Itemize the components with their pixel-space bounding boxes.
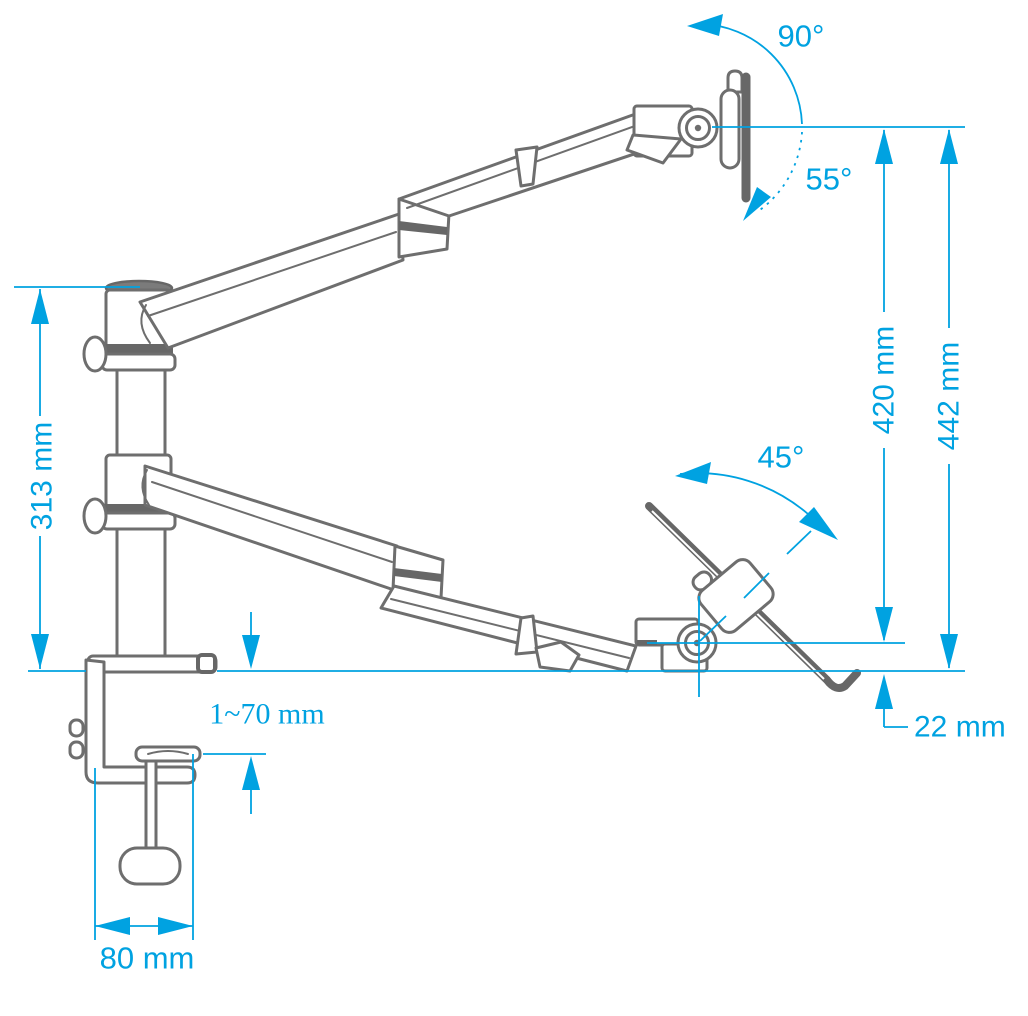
upper-knob	[82, 335, 108, 373]
machine-line-art	[68, 69, 861, 886]
clamp-pad	[134, 745, 202, 763]
monitor-pivot-center	[694, 124, 702, 132]
lower-arm-segment-1	[143, 464, 399, 592]
arc-55-arrow	[743, 187, 771, 221]
mid-knob	[82, 497, 108, 535]
dim-clamp-range: 1~70 mm	[203, 612, 325, 814]
dim-clamp-arrow-up	[242, 756, 260, 790]
arc-90-arrow	[687, 14, 723, 36]
dim-442-arrow-up	[940, 129, 958, 164]
tray-centerline-dash-2	[743, 572, 770, 599]
arc-90	[700, 23, 803, 125]
dim-55-label: 55°	[806, 162, 853, 197]
dim-420-arrow-down	[875, 607, 893, 642]
dim-313-arrow-down	[31, 634, 49, 669]
dim-313: 313 mm	[26, 289, 59, 669]
clamp-screw-rod	[144, 759, 158, 853]
dim-80-arrow-left	[95, 917, 130, 935]
lower-arm	[141, 464, 861, 692]
monitor-head-hook	[625, 133, 683, 165]
upper-arm-shoulder-curve	[140, 304, 151, 344]
dim-442-arrow-down	[940, 634, 958, 669]
mid-collar-band	[104, 504, 173, 515]
dim-420-label: 420 mm	[868, 326, 901, 434]
dim-clamp-range-label: 1~70 mm	[209, 698, 324, 731]
upper-arm-segment-1-edge	[147, 231, 397, 317]
tray-bar	[645, 502, 861, 692]
upper-collar-lip	[100, 352, 177, 372]
dim-22-label: 22 mm	[914, 711, 1006, 744]
clamp-tab-upper	[68, 718, 85, 738]
clamp-tab-lower	[68, 740, 85, 760]
dim-22: 22 mm	[875, 674, 1006, 744]
dim-monitor-tilt: 90° 55°	[687, 14, 852, 221]
dim-45-label: 45°	[758, 440, 805, 475]
dim-22-arrow-up	[875, 674, 893, 709]
arc-45-arrow-right	[799, 507, 838, 540]
upper-arm	[138, 69, 751, 350]
lower-arm-segment-2-edge	[390, 598, 630, 659]
tray-clamp-block-shape	[697, 558, 775, 634]
dimension-annotations: 313 mm 420 mm 442 mm 22 mm	[14, 14, 1006, 976]
clamp-bolt-cap	[196, 653, 217, 674]
lower-arm-end-hook	[534, 640, 581, 673]
dim-tray-tilt: 45°	[675, 440, 838, 697]
dim-442-label: 442 mm	[933, 342, 966, 450]
desk-clamp	[68, 653, 218, 886]
dim-80: 80 mm	[94, 754, 195, 976]
arc-45-arrow-left	[675, 462, 711, 484]
dim-clamp-arrow-down	[242, 635, 260, 669]
tray-centerline-dash-3	[786, 530, 812, 555]
dim-80-arrow-right	[158, 917, 193, 935]
lower-arm-segment-1-edge	[151, 481, 393, 563]
clamp-pad-dome	[147, 750, 189, 755]
dim-442: 442 mm	[933, 129, 966, 669]
dim-90-label: 90°	[778, 19, 825, 54]
upper-collar-band	[104, 344, 173, 355]
lower-elbow-band	[394, 568, 442, 582]
dim-313-arrow-up	[31, 289, 49, 324]
dim-420-arrow-up	[875, 129, 893, 164]
dim-313-label: 313 mm	[26, 422, 59, 530]
upper-elbow-band	[399, 221, 447, 235]
dim-80-label: 80 mm	[100, 941, 195, 976]
lower-cable-clip	[514, 614, 539, 656]
lower-arm-shoulder-curve	[141, 469, 150, 506]
tray-centerline-dash-1	[699, 615, 727, 642]
upper-arm-segment-1	[138, 212, 405, 350]
clamp-c-bracket	[84, 658, 197, 785]
tray-clamp-block	[697, 558, 775, 634]
mid-collar-lip	[100, 511, 177, 531]
vesa-back-plate	[719, 88, 741, 170]
upper-cable-clip	[514, 145, 539, 188]
clamp-screw-knob	[118, 846, 182, 886]
dim-420: 420 mm	[868, 129, 901, 642]
